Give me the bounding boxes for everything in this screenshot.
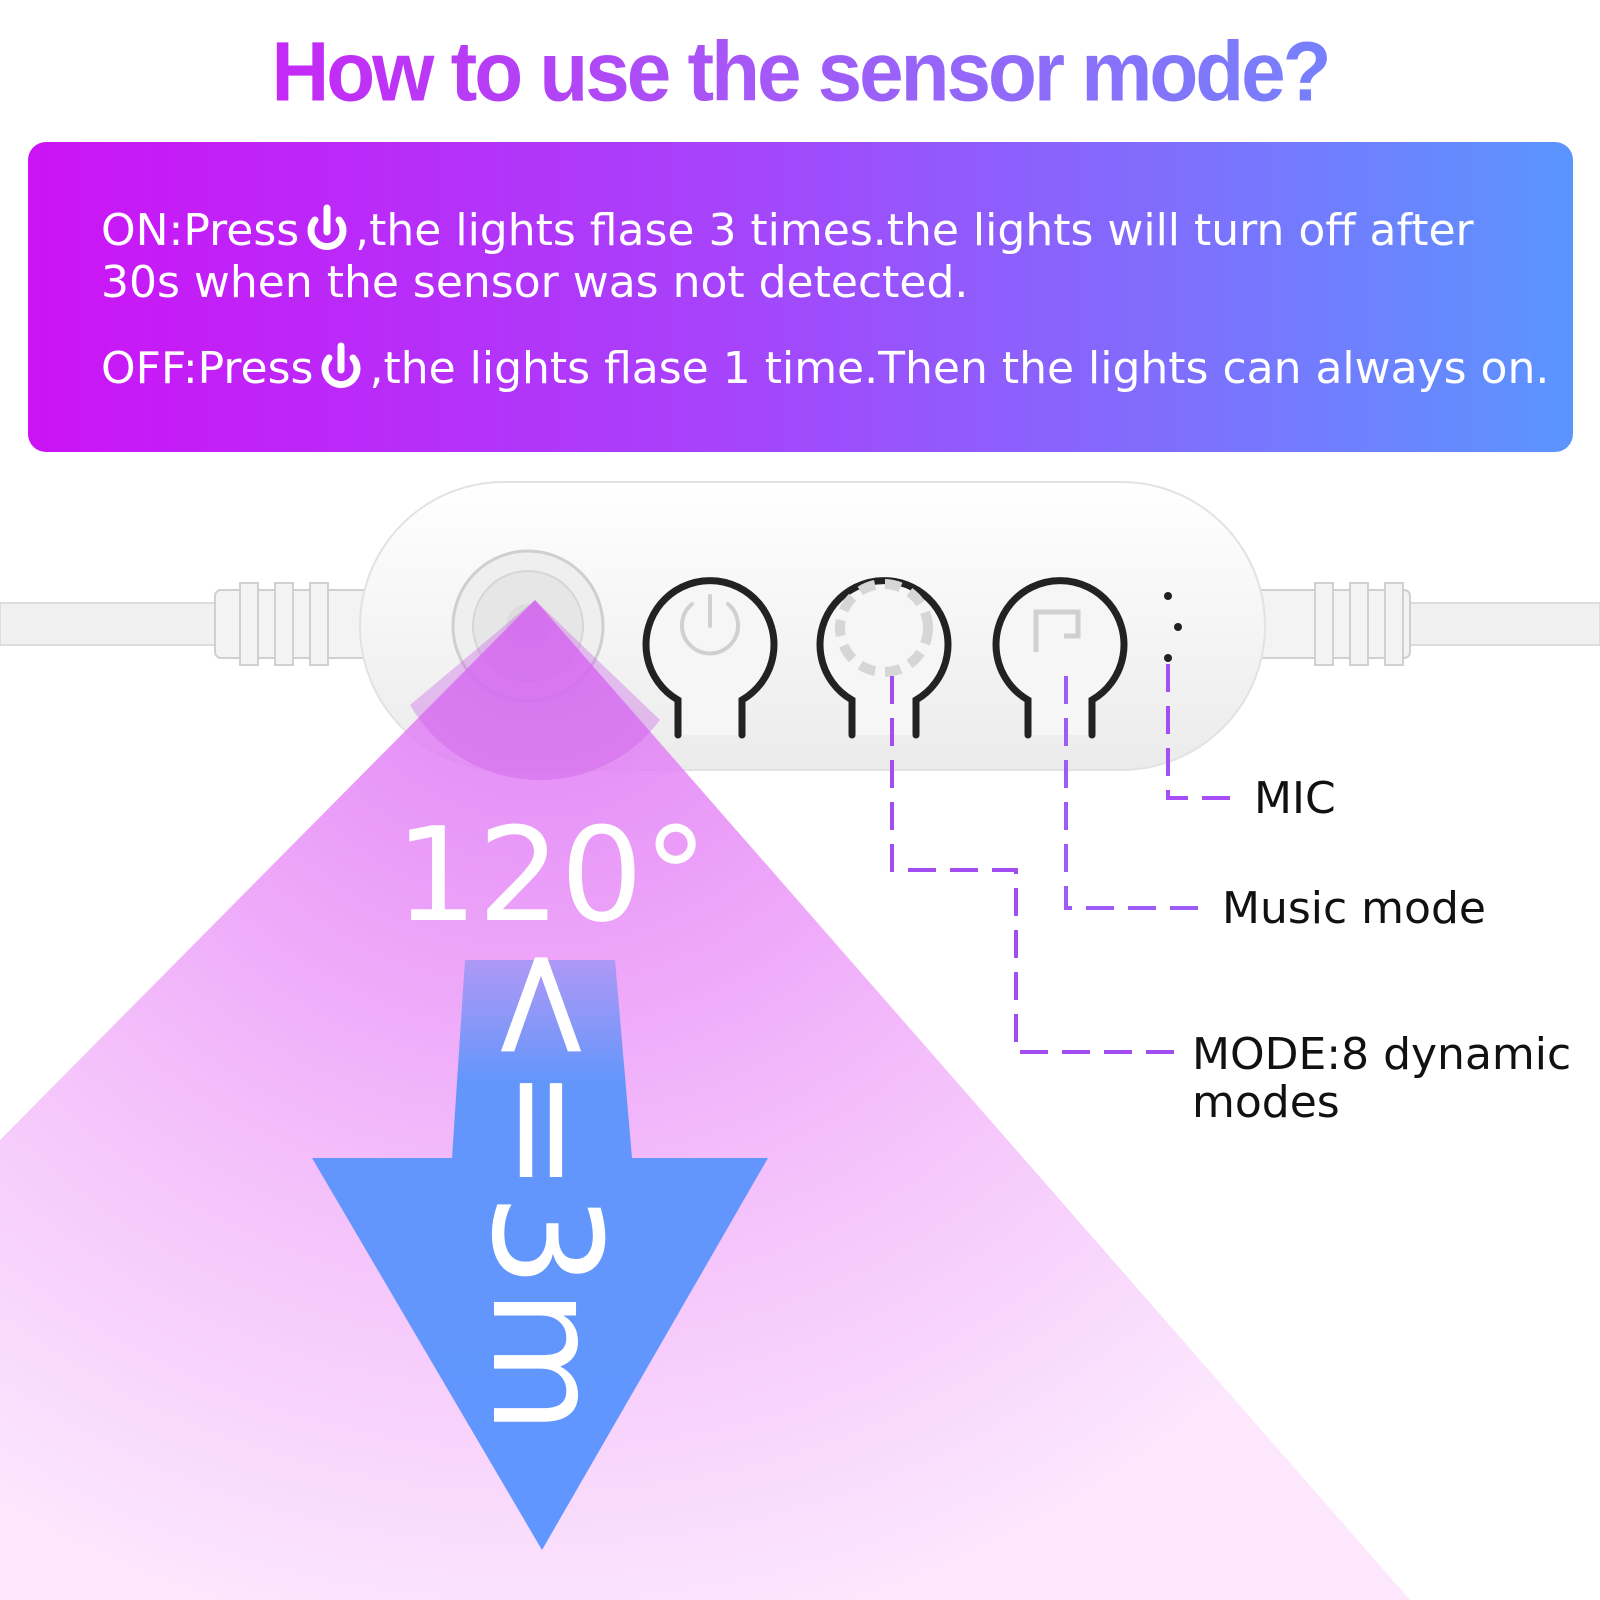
page-title: How to use the sensor mode? <box>0 20 1600 125</box>
off-suffix: ,the lights flase 1 time.Then the lights… <box>369 343 1550 394</box>
off-instruction: OFF:Press ,the lights flase 1 time.Then t… <box>101 342 1549 396</box>
music-icon <box>1033 609 1081 652</box>
music-mode-label: Music mode <box>1222 883 1486 934</box>
detection-cone <box>0 600 1410 1600</box>
mode-label-line2: modes <box>1192 1077 1340 1128</box>
strain-relief-left <box>214 582 371 666</box>
detection-distance-label: <=3m <box>458 941 632 1435</box>
mode-label-line1: MODE:8 dynamic <box>1192 1029 1572 1080</box>
distance-arrow <box>312 960 768 1550</box>
on-instruction: ON:Press ,the lights flase 3 times.the li… <box>101 204 1474 258</box>
power-icon <box>307 204 347 251</box>
mode-button[interactable] <box>816 577 952 739</box>
power-icon <box>680 594 740 656</box>
leader-lines <box>702 452 1236 1054</box>
mic-leader <box>1166 664 1236 800</box>
music-button[interactable] <box>992 577 1128 739</box>
mic-holes <box>1164 592 1182 662</box>
music-leader <box>1064 676 1200 910</box>
detection-angle-label: 120° <box>395 799 709 951</box>
mode-icon <box>835 579 933 677</box>
on-instruction-line2: 30s when the sensor was not detected. <box>101 257 969 308</box>
power-icon <box>322 342 361 389</box>
on-prefix: ON:Press <box>101 205 300 256</box>
off-prefix: OFF:Press <box>101 343 314 394</box>
strain-relief-right <box>1239 582 1411 666</box>
instruction-banner: ON:Press ,the lights flase 3 times.the li… <box>28 142 1573 452</box>
on-suffix: ,the lights flase 3 times.the lights wil… <box>355 205 1474 256</box>
mode-leader <box>890 676 1175 1054</box>
mic-label: MIC <box>1254 773 1336 824</box>
power-button[interactable] <box>642 577 778 739</box>
